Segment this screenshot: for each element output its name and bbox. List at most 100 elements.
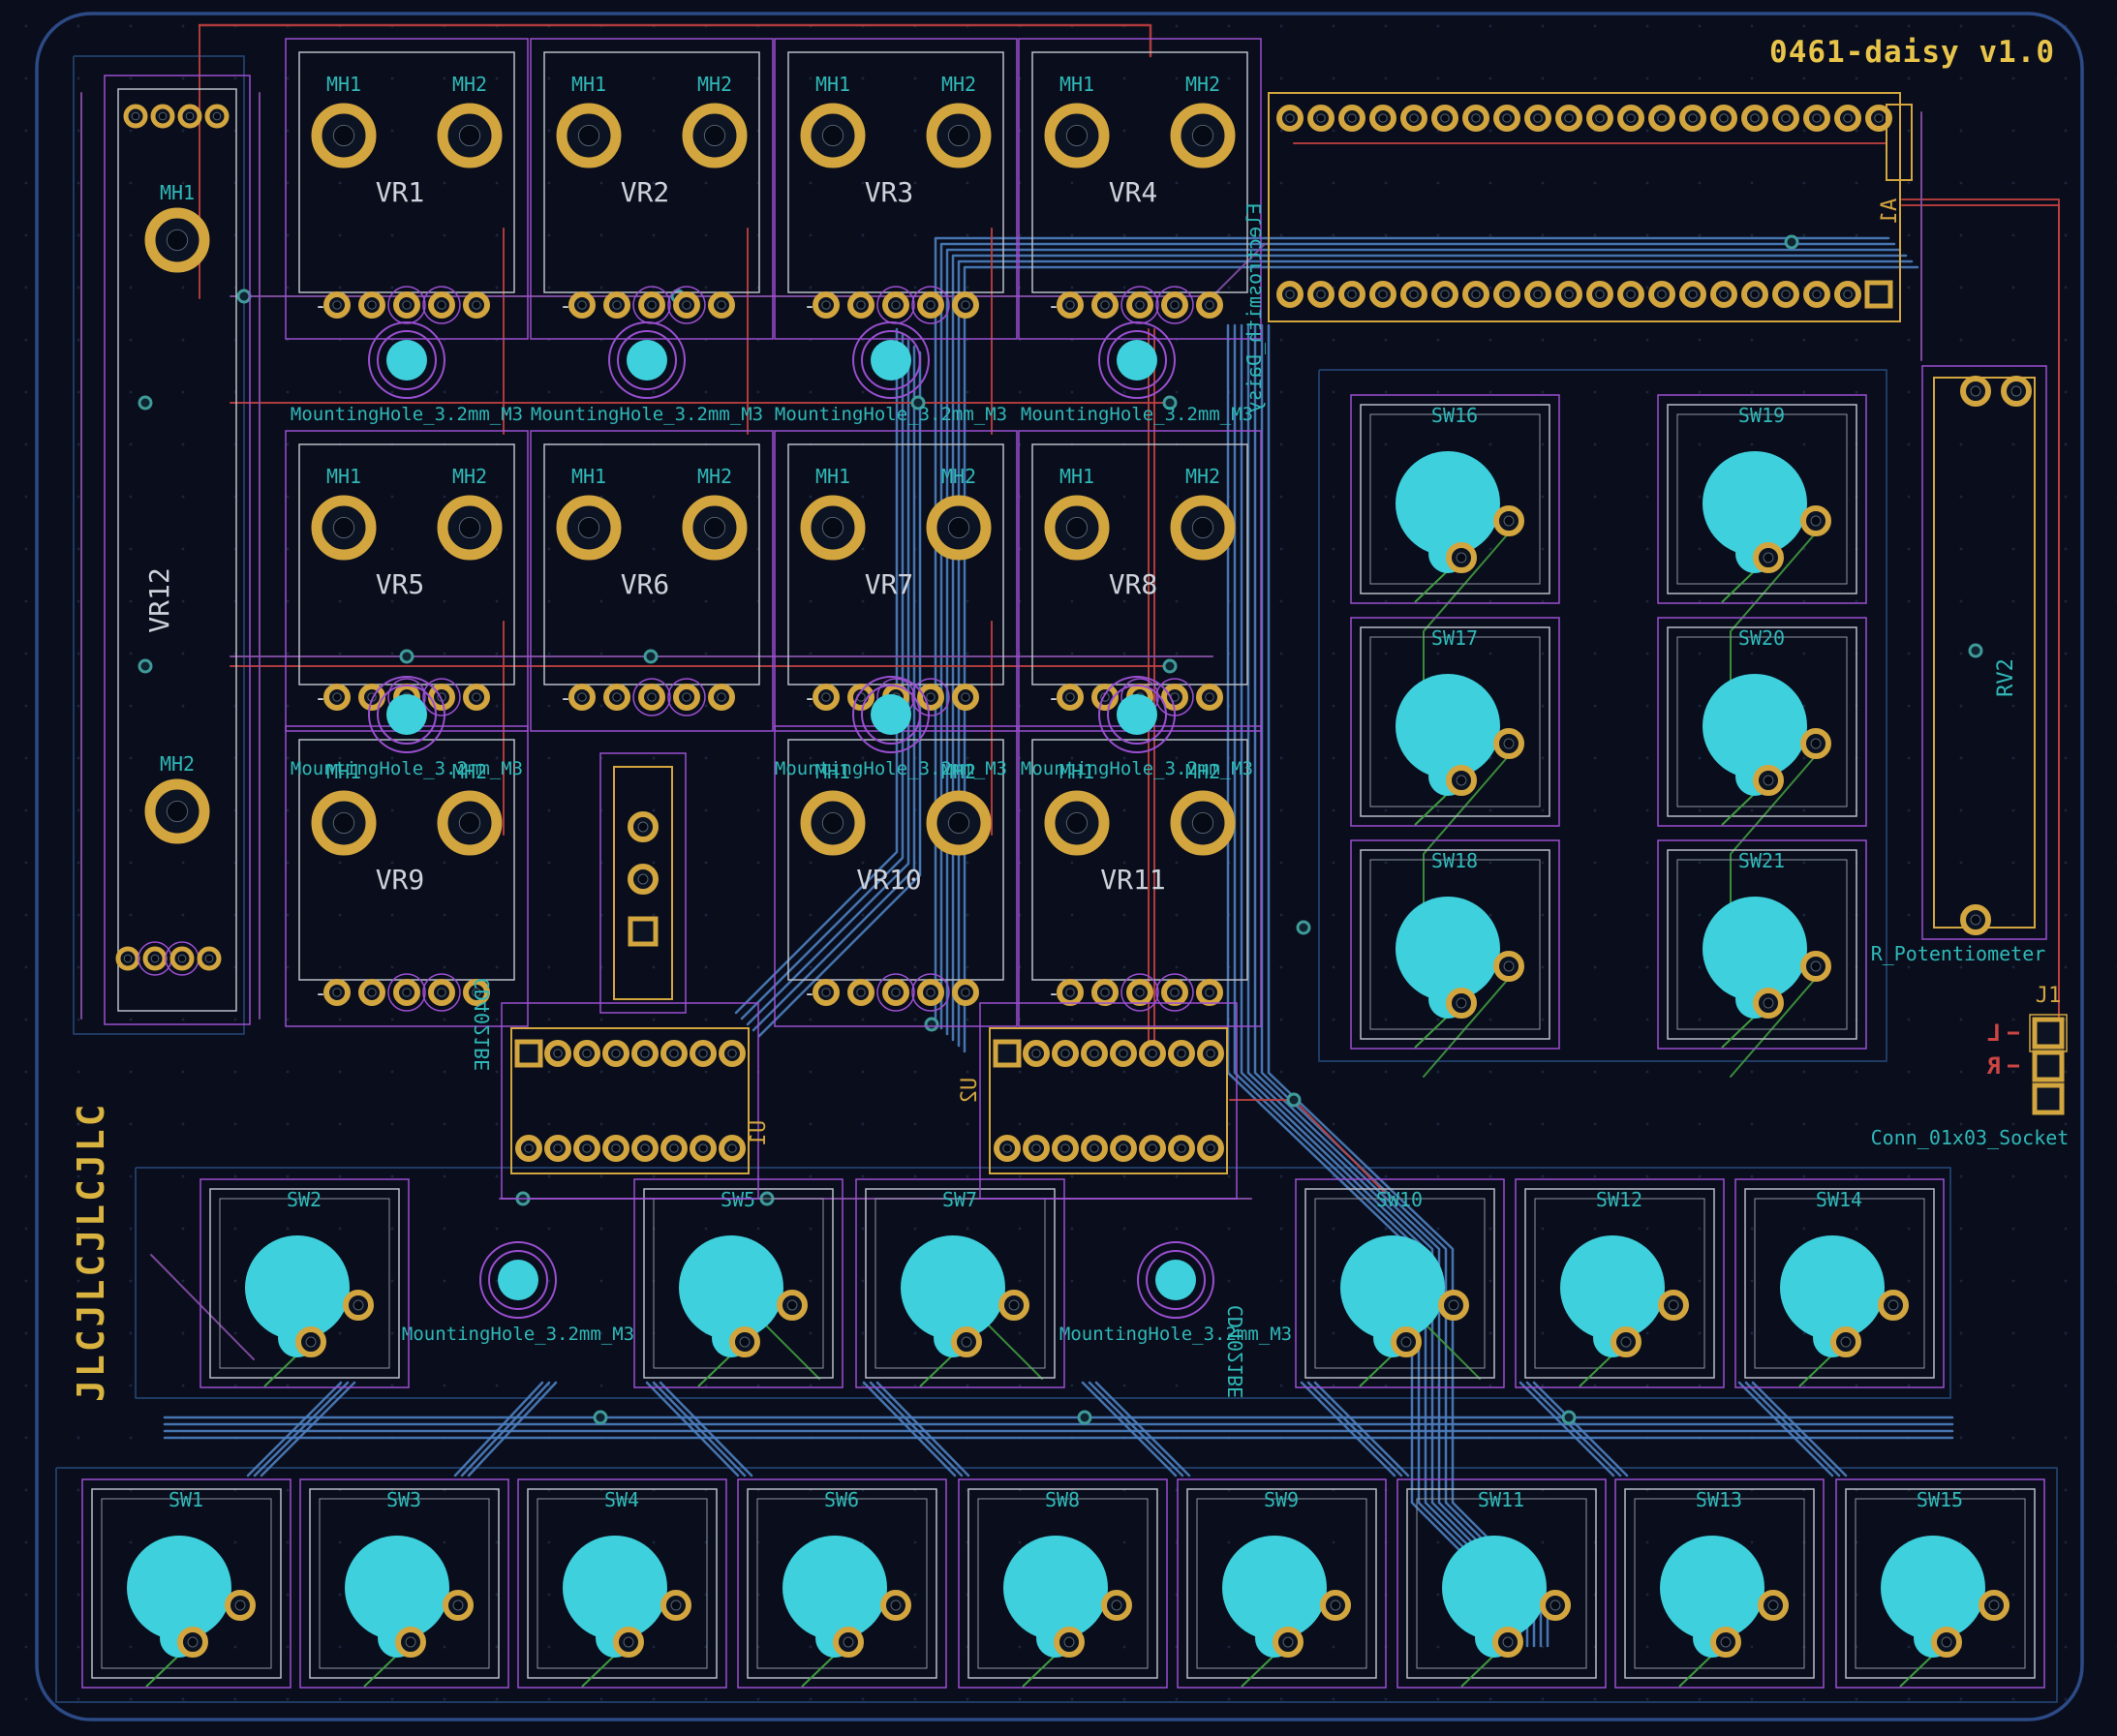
keyswitch-hole[interactable] — [245, 1235, 350, 1340]
keyswitch-hole[interactable] — [679, 1235, 783, 1340]
via[interactable] — [924, 1017, 939, 1032]
hole-pad[interactable] — [498, 1260, 538, 1300]
footprint-sw21[interactable]: SW21 — [1657, 839, 1867, 1050]
via[interactable] — [1561, 1410, 1577, 1425]
zone-outline[interactable] — [73, 55, 245, 1035]
trace[interactable] — [734, 327, 899, 1015]
pad-1[interactable] — [993, 1039, 1022, 1068]
keyswitch-hole[interactable] — [563, 1536, 667, 1640]
trace[interactable] — [1737, 1381, 1834, 1477]
keyswitch-hole[interactable] — [1222, 1536, 1327, 1640]
footprint-sw12[interactable]: SW12 — [1515, 1178, 1725, 1388]
footprint-sw8[interactable]: SW8 — [958, 1478, 1168, 1689]
hole-pad[interactable] — [386, 694, 427, 735]
trace[interactable] — [1744, 1381, 1841, 1477]
trace[interactable] — [1081, 1381, 1178, 1477]
mounting-hole[interactable]: MountingHole_3.2mm_M3 — [775, 321, 1007, 425]
keyswitch-hole[interactable] — [127, 1536, 231, 1640]
footprint-sw10[interactable]: SW10 — [1295, 1178, 1505, 1388]
trace[interactable] — [253, 1381, 350, 1477]
hole-pad[interactable] — [627, 340, 667, 381]
keyswitch-hole[interactable] — [1780, 1235, 1885, 1340]
trace[interactable] — [1901, 204, 2060, 1025]
keyswitch-hole[interactable] — [782, 1536, 887, 1640]
footprint-sw19[interactable]: SW19 — [1657, 394, 1867, 604]
footprint-sw3[interactable]: SW3 — [299, 1478, 509, 1689]
keyswitch-hole[interactable] — [1396, 897, 1500, 1001]
pad-1[interactable] — [1864, 280, 1893, 309]
footprint-sw11[interactable]: SW11 — [1396, 1478, 1607, 1689]
trace[interactable] — [1088, 1381, 1184, 1477]
footprint-sw20[interactable]: SW20 — [1657, 617, 1867, 827]
footprint-sw4[interactable]: SW4 — [517, 1478, 727, 1689]
keyswitch-hole[interactable] — [1396, 451, 1500, 556]
footprint-sw13[interactable]: SW13 — [1614, 1478, 1825, 1689]
trace[interactable] — [951, 254, 1908, 1042]
trace[interactable] — [945, 248, 1902, 1036]
via[interactable] — [399, 649, 414, 664]
trace[interactable] — [467, 1381, 558, 1477]
pad-3[interactable] — [2032, 1082, 2065, 1115]
via[interactable] — [236, 289, 252, 304]
footprint-sw17[interactable]: SW17 — [1350, 617, 1560, 827]
pad-2[interactable] — [2032, 1050, 2065, 1082]
trace[interactable] — [934, 236, 1890, 1024]
trace[interactable] — [1525, 1381, 1622, 1477]
footprint-sw5[interactable]: SW5 — [633, 1178, 844, 1388]
zone-outline[interactable] — [1318, 369, 1887, 1062]
via[interactable] — [138, 395, 153, 411]
trace[interactable] — [1300, 1381, 1396, 1477]
footprint-sw1[interactable]: SW1 — [81, 1478, 291, 1689]
trace[interactable] — [757, 350, 922, 1038]
trace[interactable] — [645, 1381, 740, 1477]
via[interactable] — [138, 658, 153, 674]
keyswitch-hole[interactable] — [1340, 1235, 1445, 1340]
mounting-hole[interactable]: MountingHole_3.2mm_M3 — [291, 321, 523, 425]
mounting-hole[interactable]: MountingHole_3.2mm_M3 — [291, 676, 523, 779]
footprint-sw14[interactable]: SW14 — [1734, 1178, 1945, 1388]
trace[interactable] — [875, 1381, 970, 1477]
footprint-sw16[interactable]: SW16 — [1350, 394, 1560, 604]
trace[interactable] — [1519, 1381, 1615, 1477]
via[interactable] — [593, 1410, 608, 1425]
mounting-hole[interactable]: MountingHole_3.2mm_M3 — [775, 676, 1007, 779]
trace[interactable] — [659, 1381, 753, 1477]
footprint-sw18[interactable]: SW18 — [1350, 839, 1560, 1050]
keyswitch-hole[interactable] — [345, 1536, 449, 1640]
keyswitch-hole[interactable] — [1703, 674, 1807, 778]
trace[interactable] — [862, 1381, 957, 1477]
hole-pad[interactable] — [1155, 1260, 1196, 1300]
trace[interactable] — [957, 259, 1914, 1048]
via[interactable] — [643, 649, 659, 664]
trace[interactable] — [939, 242, 1896, 1030]
pad-1[interactable] — [2032, 1017, 2065, 1050]
trace[interactable] — [652, 1381, 747, 1477]
mounting-hole[interactable]: MountingHole_3.2mm_M3 — [1021, 321, 1253, 425]
trace[interactable] — [1313, 1381, 1410, 1477]
pad-3[interactable] — [628, 916, 659, 947]
hole-pad[interactable] — [386, 340, 427, 381]
keyswitch-hole[interactable] — [1660, 1536, 1764, 1640]
trace[interactable] — [869, 1381, 964, 1477]
trace[interactable] — [1423, 975, 1512, 1078]
trace[interactable] — [198, 23, 1152, 58]
via[interactable] — [1968, 643, 1983, 658]
trace[interactable] — [453, 1381, 544, 1477]
footprint-sw7[interactable]: SW7 — [855, 1178, 1065, 1388]
pad-1[interactable] — [514, 1039, 543, 1068]
hole-pad[interactable] — [871, 694, 911, 735]
footprint-sw9[interactable]: SW9 — [1177, 1478, 1387, 1689]
trace[interactable] — [246, 1381, 343, 1477]
trace[interactable] — [963, 265, 1919, 1053]
